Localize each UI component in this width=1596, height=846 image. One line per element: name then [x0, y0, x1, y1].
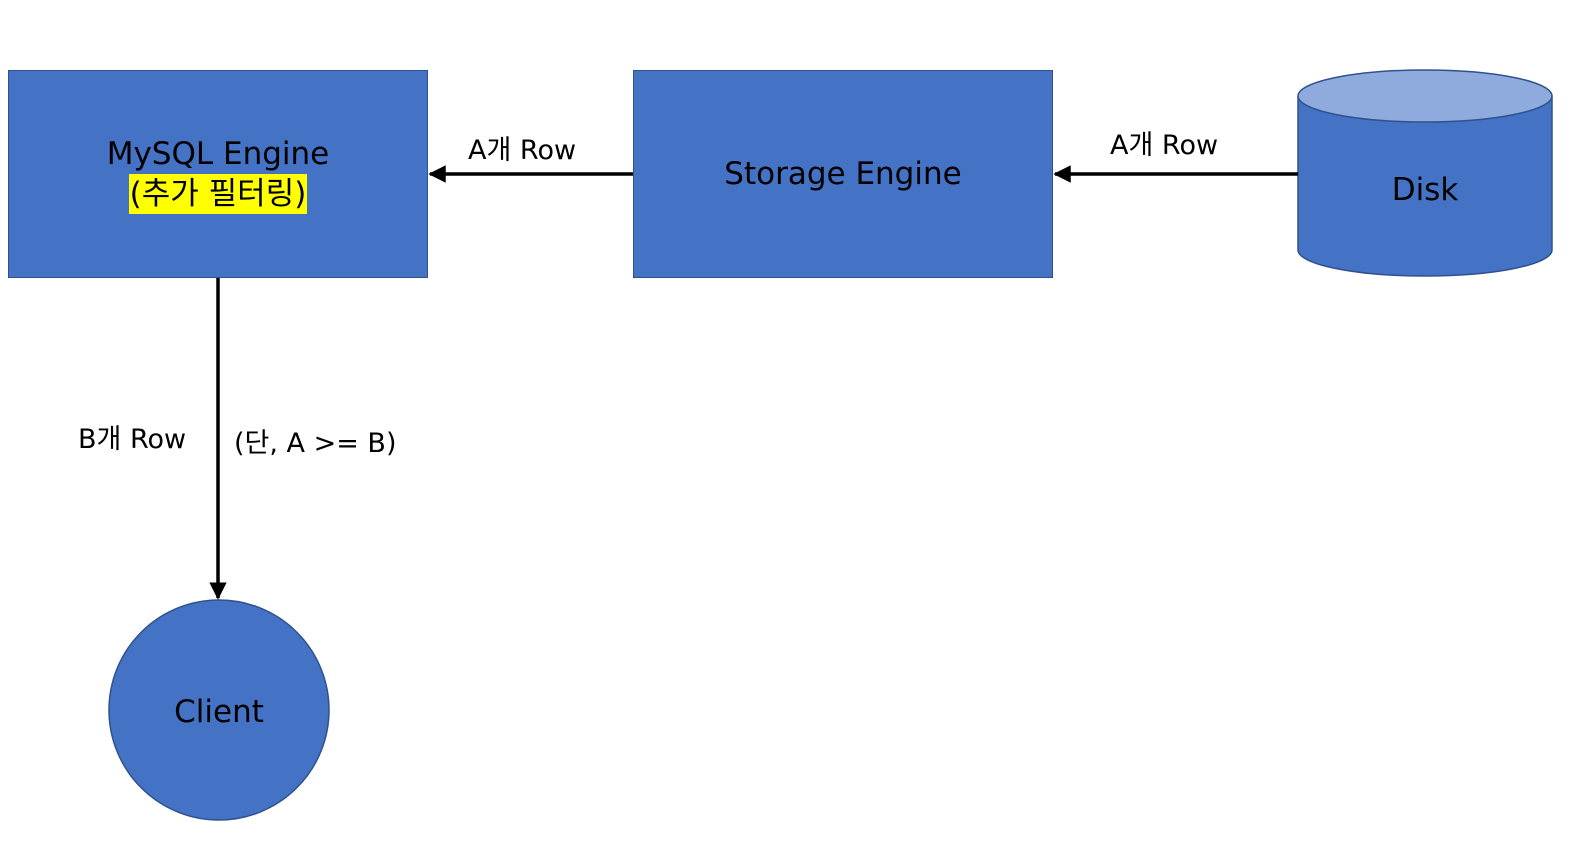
disk-label: Disk	[1391, 172, 1459, 208]
edge-label-disk-to-storage: A개 Row	[1110, 130, 1219, 161]
edge-label-mysql-to-client: B개 Row	[78, 424, 187, 455]
storage-engine-box: Storage Engine	[633, 70, 1053, 278]
disk-top	[1297, 69, 1553, 123]
mysql-engine-box: MySQL Engine (추가 필터링)	[8, 70, 428, 278]
edge-condition-mysql-to-client: (단, A >= B)	[234, 428, 397, 459]
disk-body	[1297, 96, 1553, 277]
storage-engine-title: Storage Engine	[724, 156, 962, 192]
disk-cylinder	[1297, 69, 1553, 277]
client-circle	[108, 599, 330, 821]
edge-label-storage-to-mysql: A개 Row	[468, 135, 577, 166]
client-label: Client	[174, 694, 264, 730]
mysql-engine-subtitle: (추가 필터링)	[128, 174, 308, 214]
mysql-engine-title: MySQL Engine	[106, 136, 330, 172]
